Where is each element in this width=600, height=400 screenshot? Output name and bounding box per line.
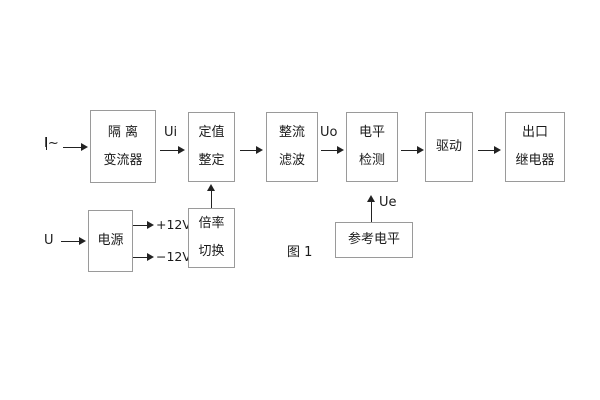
current-source-tick (46, 137, 47, 150)
wire-setting-to-rectify (240, 150, 258, 151)
block-isolating-transformer-line-1: 隔 离 (107, 124, 139, 140)
block-power-supply-line-1: 电源 (97, 233, 124, 249)
arrow-rail-positive (147, 221, 154, 229)
block-power-supply[interactable]: 电源 (88, 210, 133, 272)
figure-caption: 图 1 (287, 245, 313, 260)
block-rectify-filter-line-1: 整流 (278, 125, 305, 141)
block-multiplier-switch-line-1: 倍率 (198, 216, 225, 232)
arrow-level-to-drive (417, 146, 424, 154)
block-reference-level[interactable]: 参考电平 (335, 222, 413, 258)
wire-rail-negative (133, 257, 149, 258)
block-reference-level-line-1: 参考电平 (347, 232, 400, 248)
wire-reference-to-level (371, 201, 372, 222)
rail-negative-label: −12V (156, 249, 191, 264)
wire-isolator-to-setting (160, 150, 180, 151)
block-rectify-filter-line-2: 滤波 (278, 153, 305, 168)
block-isolating-transformer-line-2: 变流器 (103, 152, 143, 168)
block-setting-value-line-2: 整定 (198, 153, 225, 168)
block-output-relay[interactable]: 出口 继电器 (505, 112, 565, 182)
block-output-relay-line-2: 继电器 (515, 153, 555, 168)
signal-label-ui: Ui (164, 125, 178, 140)
wire-level-to-drive (401, 150, 419, 151)
arrow-rail-negative (147, 253, 154, 261)
block-level-detection-line-2: 检测 (358, 153, 385, 168)
arrow-isolator-to-setting (178, 146, 185, 154)
wire-multiplier-to-setting (211, 190, 212, 208)
block-multiplier-switch-line-2: 切换 (198, 244, 225, 259)
signal-label-ue: Ue (379, 195, 397, 210)
wire-drive-to-output-relay (478, 150, 496, 151)
voltage-input-label: U (44, 233, 54, 248)
block-setting-value[interactable]: 定值 整定 (188, 112, 235, 182)
block-multiplier-switch[interactable]: 倍率 切换 (188, 208, 235, 268)
block-output-relay-line-1: 出口 (521, 125, 548, 141)
wire-rail-positive (133, 225, 149, 226)
block-level-detection[interactable]: 电平 检测 (346, 112, 398, 182)
block-drive-line-1: 驱动 (435, 139, 462, 155)
block-setting-value-line-1: 定值 (198, 125, 225, 141)
block-isolating-transformer[interactable]: 隔 离 变流器 (90, 110, 156, 183)
arrow-drive-to-output-relay (494, 146, 501, 154)
arrow-setting-to-rectify (256, 146, 263, 154)
arrow-current-to-isolator (81, 143, 88, 151)
arrow-voltage-to-power-supply (79, 237, 86, 245)
arrow-multiplier-to-setting (207, 184, 215, 191)
wire-current-to-isolator (63, 147, 83, 148)
block-drive[interactable]: 驱动 (425, 112, 473, 182)
current-input-label: I~ (44, 136, 59, 151)
arrow-reference-to-level (367, 195, 375, 202)
arrow-rectify-to-level (337, 146, 344, 154)
wire-voltage-to-power-supply (61, 241, 81, 242)
signal-label-uo: Uo (320, 125, 338, 140)
block-rectify-filter[interactable]: 整流 滤波 (266, 112, 318, 182)
rail-positive-label: +12V (156, 217, 191, 232)
block-level-detection-line-1: 电平 (358, 125, 385, 141)
wire-rectify-to-level (321, 150, 339, 151)
